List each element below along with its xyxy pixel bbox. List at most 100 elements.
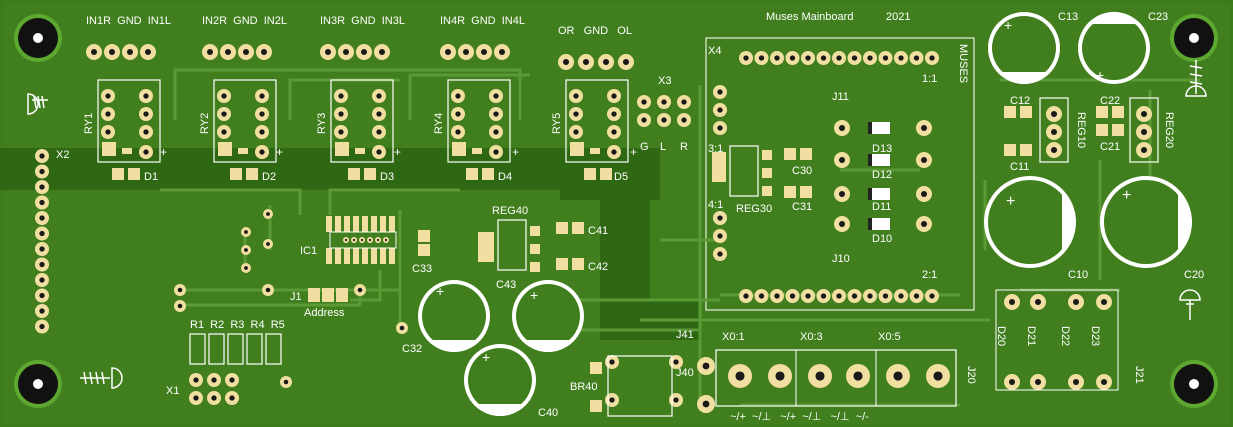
smd-pad: [418, 244, 430, 256]
mounting-hole: [14, 360, 62, 408]
through-hole-pad: [86, 44, 102, 60]
through-hole-pad: [489, 125, 503, 139]
smd-pad: [556, 258, 568, 270]
c21-label: C21: [1100, 141, 1120, 153]
through-hole-pad: [1136, 142, 1152, 158]
through-hole-pad: [1046, 106, 1062, 122]
through-hole-pad: [189, 391, 203, 405]
through-hole-pad: [713, 121, 727, 135]
through-hole-pad: [618, 54, 634, 70]
through-hole-pad: [255, 89, 269, 103]
through-hole-pad: [909, 51, 924, 65]
smd-pad: [344, 216, 350, 232]
r-label: R: [680, 141, 688, 153]
through-hole-pad: [1096, 374, 1112, 390]
reg30-label: REG30: [736, 203, 772, 215]
through-hole-pad: [334, 107, 348, 121]
capacitor-c10: [984, 176, 1076, 268]
capacitor-c13: [988, 12, 1060, 85]
plus-mark: +: [1006, 193, 1015, 210]
through-hole-pad: [569, 125, 583, 139]
pin21-label: 2:1: [922, 269, 937, 281]
reg30-body: [729, 145, 759, 197]
through-hole-pad: [785, 51, 800, 65]
board-year: 2021: [886, 11, 910, 23]
through-hole-pad: [894, 51, 908, 65]
diode-bank-outline: [995, 289, 1119, 391]
screw-icon: [1179, 289, 1201, 320]
smd-pad: [335, 142, 349, 156]
through-hole-pad: [770, 289, 784, 303]
through-hole-pad: [334, 89, 348, 103]
through-hole-pad: [569, 107, 583, 121]
through-hole-pad: [832, 289, 846, 303]
through-hole-pad: [669, 393, 683, 407]
through-hole-pad: [768, 364, 792, 388]
x1-label: X1: [166, 385, 179, 397]
relay-ry5: [565, 79, 629, 163]
address-label: Address: [304, 307, 345, 319]
output-label: OR GND OL: [558, 25, 632, 37]
smd-pad: [326, 248, 332, 264]
c43-label: C43: [496, 279, 516, 291]
through-hole-pad: [1136, 106, 1152, 122]
c31-label: C31: [792, 201, 812, 213]
through-hole-pad: [255, 107, 269, 121]
through-hole-pad: [367, 237, 373, 243]
through-hole-pad: [847, 289, 862, 303]
diode-d5-label: D5: [614, 171, 628, 183]
diode-d1-label: D1: [144, 171, 158, 183]
smd-pad: [362, 248, 368, 264]
resistor-labels: R1 R2 R3 R4 R5: [190, 319, 285, 331]
smd-pad: [353, 248, 359, 264]
plus-mark: +: [482, 349, 490, 365]
capacitor-c20: [1100, 176, 1192, 268]
smd-pad: [238, 148, 248, 154]
pin41-label: 4:1: [708, 199, 723, 211]
through-hole-pad: [697, 357, 715, 375]
through-hole-pad: [739, 289, 753, 303]
through-hole-pad: [174, 300, 186, 312]
diode-body: [868, 122, 890, 134]
g-label: G: [640, 141, 649, 153]
mounting-hole: [1170, 360, 1218, 408]
plus-mark: +: [276, 145, 283, 159]
smd-pad: [246, 168, 258, 180]
smd-pad: [1020, 144, 1032, 156]
relay-ry4: [447, 79, 511, 163]
through-hole-pad: [878, 51, 893, 65]
through-hole-pad: [863, 289, 877, 303]
through-hole-pad: [217, 89, 231, 103]
l-label: L: [660, 141, 666, 153]
smd-pad: [590, 362, 602, 374]
through-hole-pad: [607, 107, 621, 121]
through-hole-pad: [383, 237, 389, 243]
smd-pad: [380, 216, 386, 232]
smd-pad: [482, 168, 494, 180]
smd-pad: [335, 216, 341, 232]
j1-label: J1: [290, 291, 302, 303]
mounting-hole: [14, 14, 62, 62]
through-hole-pad: [816, 289, 831, 303]
through-hole-pad: [834, 216, 850, 232]
j10-label: J10: [832, 253, 850, 265]
through-hole-pad: [207, 391, 221, 405]
input-label-2: IN2R GND IN2L: [202, 15, 287, 27]
through-hole-pad: [489, 107, 503, 121]
through-hole-pad: [101, 89, 115, 103]
input-label-4: IN4R GND IN4L: [440, 15, 525, 27]
through-hole-pad: [816, 51, 831, 65]
smd-pad: [1096, 106, 1108, 118]
through-hole-pad: [494, 44, 510, 60]
screw-icon: [1185, 60, 1207, 97]
through-hole-pad: [677, 113, 691, 127]
relay-ry4-label: RY4: [433, 113, 445, 134]
j20-label: J20: [965, 366, 977, 384]
through-hole-pad: [140, 44, 156, 60]
diode-d3-label: D3: [380, 171, 394, 183]
board-title: Muses Mainboard: [766, 11, 853, 23]
smd-pad: [590, 148, 600, 154]
through-hole-pad: [637, 113, 651, 127]
through-hole-pad: [1030, 374, 1046, 390]
